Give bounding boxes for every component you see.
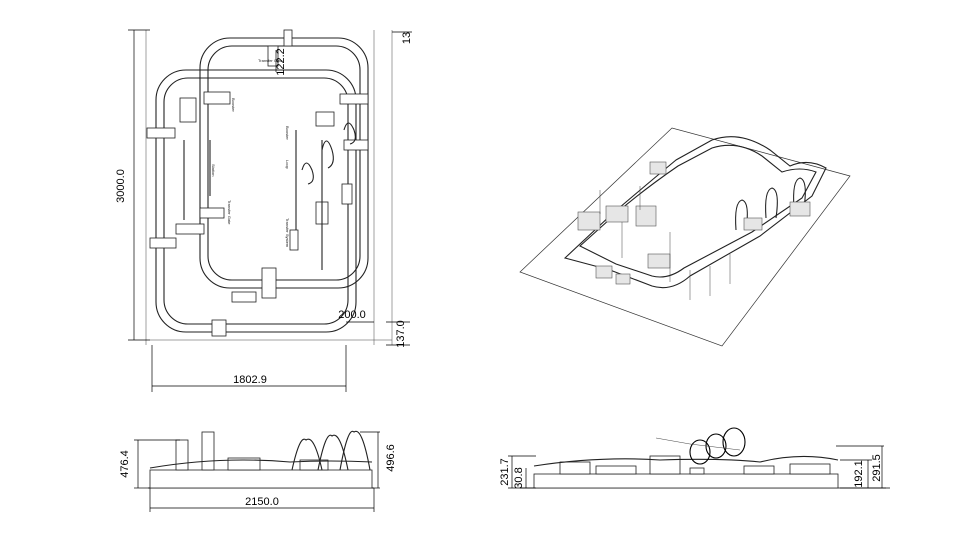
component-label-4: Loop <box>285 160 290 170</box>
dim-offset-right: 200.0 <box>338 309 366 321</box>
isometric-view <box>519 127 851 347</box>
dim-height: 3000.0 <box>115 169 127 203</box>
front-view: 476.4 496.6 2150.0 <box>119 430 397 512</box>
dim-front-right-height: 496.6 <box>385 444 397 472</box>
dim-small-gap: 122.2 <box>275 48 287 76</box>
component-label-1: Booster <box>231 98 236 112</box>
top-view: Transfer Gate Booster Booster Station Lo… <box>115 29 413 392</box>
component-label-3: Station <box>211 164 216 176</box>
component-label-2: Booster <box>285 126 290 140</box>
dim-front-width: 2150.0 <box>245 496 279 508</box>
component-label-6: Transfer Gate <box>227 200 232 225</box>
dim-width: 1802.9 <box>233 374 267 386</box>
component-label-0: Transfer Gate <box>258 58 283 63</box>
dim-front-left-height: 476.4 <box>119 450 131 478</box>
dim-side-right-outer: 291.5 <box>871 454 883 482</box>
dim-bottom-gap: 137.0 <box>395 320 407 348</box>
component-label-5: Transfer System <box>285 218 290 248</box>
dim-side-left-inner: 30.8 <box>513 467 525 488</box>
dim-side-right-inner: 192.1 <box>853 460 865 488</box>
dim-top-gap: 13 <box>401 32 413 44</box>
side-view: 231.7 30.8 192.1 291.5 <box>499 427 890 489</box>
dim-side-left-outer: 231.7 <box>499 458 511 486</box>
